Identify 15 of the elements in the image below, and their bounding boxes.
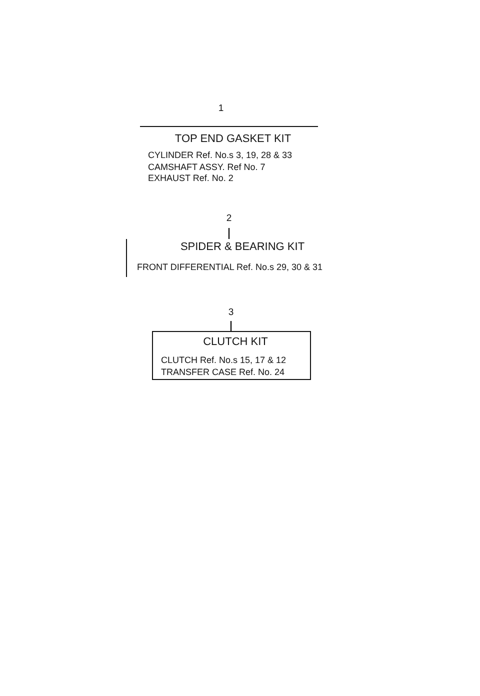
- kit-title: SPIDER & BEARING KIT: [179, 241, 306, 254]
- leader-line: [230, 321, 232, 331]
- part-reference: CLUTCH Ref. No.s 15, 17 & 12: [161, 354, 286, 366]
- part-reference: FRONT DIFFERENTIAL Ref. No.s 29, 30 & 31: [137, 262, 323, 274]
- kit-title: TOP END GASKET KIT: [174, 133, 292, 146]
- part-reference: CAMSHAFT ASSY. Ref No. 7: [148, 162, 266, 173]
- kit-title: CLUTCH KIT: [202, 336, 269, 349]
- callout-number: 3: [221, 307, 241, 320]
- part-reference: EXHAUST Ref. No. 2: [148, 173, 234, 184]
- part-reference: TRANSFER CASE Ref. No. 24: [161, 366, 285, 378]
- leader-line: [228, 228, 230, 239]
- part-reference: CYLINDER Ref. No.s 3, 19, 28 & 33: [148, 150, 292, 162]
- callout-number: 1: [217, 103, 225, 115]
- kit-box: [152, 331, 311, 380]
- callout-number: 2: [219, 213, 239, 227]
